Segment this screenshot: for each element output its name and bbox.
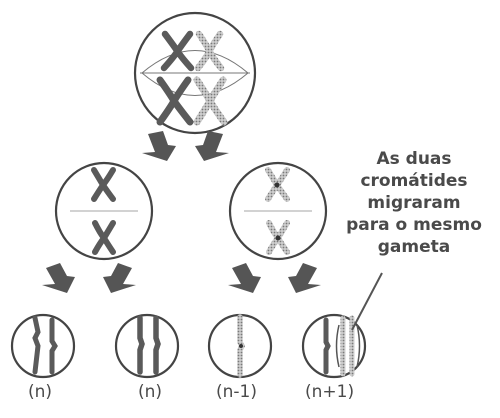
chromosome-dark-left-upper [91,167,116,202]
chromosome-dark-left-lower [92,220,116,255]
annotation-line-4: para o mesmo [346,215,482,235]
arrow-to-left-cell [142,131,176,161]
chromosome-light-right-upper [265,167,290,202]
nondisjunction-annotation: As duas cromátides migraram para o mesmo… [326,148,500,258]
arrow-to-gamete-1 [42,263,75,293]
gamete-4 [301,313,367,379]
gamete-label-3: (n-1) [216,382,257,402]
chromosome-light-bottom [193,76,228,126]
chromosome-light-right-lower [266,220,290,255]
gamete-3 [207,313,273,379]
chromosome-dark-bottom [156,76,194,126]
right-daughter-cell [228,161,328,261]
annotation-line-3: migraram [367,193,461,213]
gamete-label-4: (n+1) [305,382,355,402]
chromosome-dark-top [160,30,195,72]
gamete-1 [10,313,76,379]
gamete-label-2: (n) [138,382,163,402]
annotation-line-2: cromátides [360,171,468,191]
arrow-to-right-cell [195,131,229,161]
annotation-line-1: As duas [376,149,452,169]
arrow-to-gamete-4 [288,263,321,293]
annotation-line-5: gameta [377,237,451,257]
arrow-to-gamete-3 [228,263,261,293]
arrow-to-gamete-2 [103,263,136,293]
parent-cell [133,11,257,135]
annotation-pointer-line [351,272,383,331]
chromosome-light-top [194,30,225,72]
gamete-label-1: (n) [28,382,53,402]
gamete-2 [114,313,180,379]
left-daughter-cell [54,161,154,261]
